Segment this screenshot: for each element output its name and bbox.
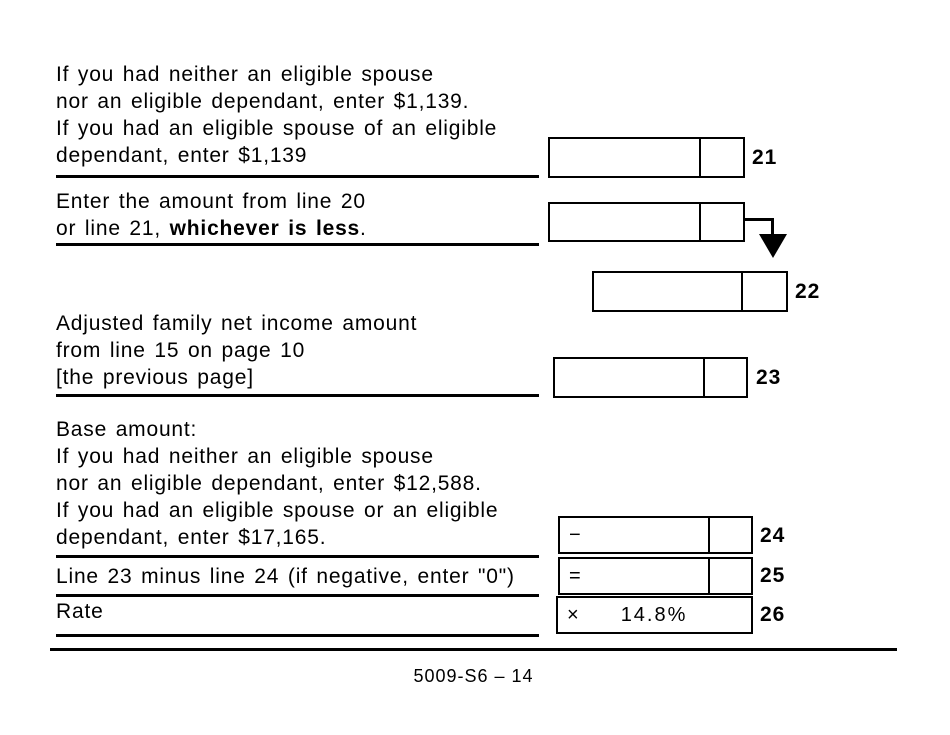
amount-box-line23[interactable] — [553, 357, 748, 398]
amount-box-line21[interactable] — [548, 137, 745, 178]
instruction-block-rate: Rate — [56, 598, 104, 625]
separator-rule — [56, 555, 539, 558]
instruction-line: Base amount: — [56, 418, 198, 441]
cents-cell[interactable] — [699, 139, 743, 176]
cents-cell[interactable] — [708, 559, 751, 593]
amount-box-line24[interactable]: − — [558, 516, 753, 554]
separator-rule — [56, 175, 539, 178]
arrow-vertical-segment — [771, 218, 774, 236]
instruction-line: If you had neither an eligible spouse — [56, 63, 434, 86]
separator-rule — [56, 634, 539, 637]
line-number-22: 22 — [795, 280, 821, 303]
instruction-line: nor an eligible dependant, enter $1,139. — [56, 90, 470, 113]
instruction-line: If you had an eligible spouse of an elig… — [56, 117, 498, 140]
instruction-line: Adjusted family net income amount — [56, 312, 418, 335]
equals-operator: = — [569, 564, 581, 587]
instruction-line: dependant, enter $1,139 — [56, 144, 308, 167]
instruction-block-line21: If you had neither an eligible spouse no… — [56, 61, 497, 169]
line-number-25: 25 — [760, 564, 786, 587]
line-number-21: 21 — [752, 146, 778, 169]
rate-box-line26: × 14.8% — [556, 596, 753, 634]
instruction-line: Enter the amount from line 20 — [56, 190, 366, 213]
amount-box-line25[interactable]: = — [558, 557, 753, 595]
instruction-line: or line 21, whichever is less. — [56, 215, 367, 242]
separator-rule — [56, 394, 539, 397]
cents-cell[interactable] — [703, 359, 746, 396]
instruction-line: [the previous page] — [56, 366, 254, 389]
arrow-horizontal-segment — [745, 218, 774, 221]
instruction-block-lesser-amount: Enter the amount from line 20 or line 21… — [56, 188, 367, 242]
footer-rule — [50, 648, 897, 651]
line-number-26: 26 — [760, 603, 786, 626]
instruction-text: . — [360, 217, 367, 240]
instruction-line: Rate — [56, 600, 104, 623]
instruction-line: Line 23 minus line 24 (if negative, ente… — [56, 565, 515, 588]
cents-cell[interactable] — [699, 204, 743, 240]
instruction-line: nor an eligible dependant, enter $12,588… — [56, 472, 482, 495]
instruction-line: from line 15 on page 10 — [56, 339, 306, 362]
minus-operator: − — [569, 523, 581, 546]
instruction-block-subtraction: Line 23 minus line 24 (if negative, ente… — [56, 563, 515, 590]
amount-box-lesser[interactable] — [548, 202, 745, 242]
line-number-24: 24 — [760, 524, 786, 547]
separator-rule — [56, 594, 539, 597]
instruction-line: If you had neither an eligible spouse — [56, 445, 434, 468]
line-number-23: 23 — [756, 366, 782, 389]
multiply-operator: × — [567, 603, 579, 626]
separator-rule — [56, 243, 539, 246]
instruction-text-bold: whichever is less — [169, 217, 361, 240]
instruction-line: If you had an eligible spouse or an elig… — [56, 499, 499, 522]
page-footer-code: 5009-S6 – 14 — [413, 666, 534, 686]
rate-value: 14.8% — [620, 603, 688, 626]
instruction-block-base-amount: Base amount: If you had neither an eligi… — [56, 416, 498, 551]
arrow-down-icon — [759, 234, 787, 258]
instruction-text: or line 21, — [56, 217, 170, 240]
cents-cell[interactable] — [741, 273, 786, 310]
instruction-line: dependant, enter $17,165. — [56, 526, 327, 549]
amount-box-line22[interactable] — [592, 271, 788, 312]
cents-cell[interactable] — [708, 518, 751, 552]
instruction-block-net-income: Adjusted family net income amount from l… — [56, 310, 417, 391]
